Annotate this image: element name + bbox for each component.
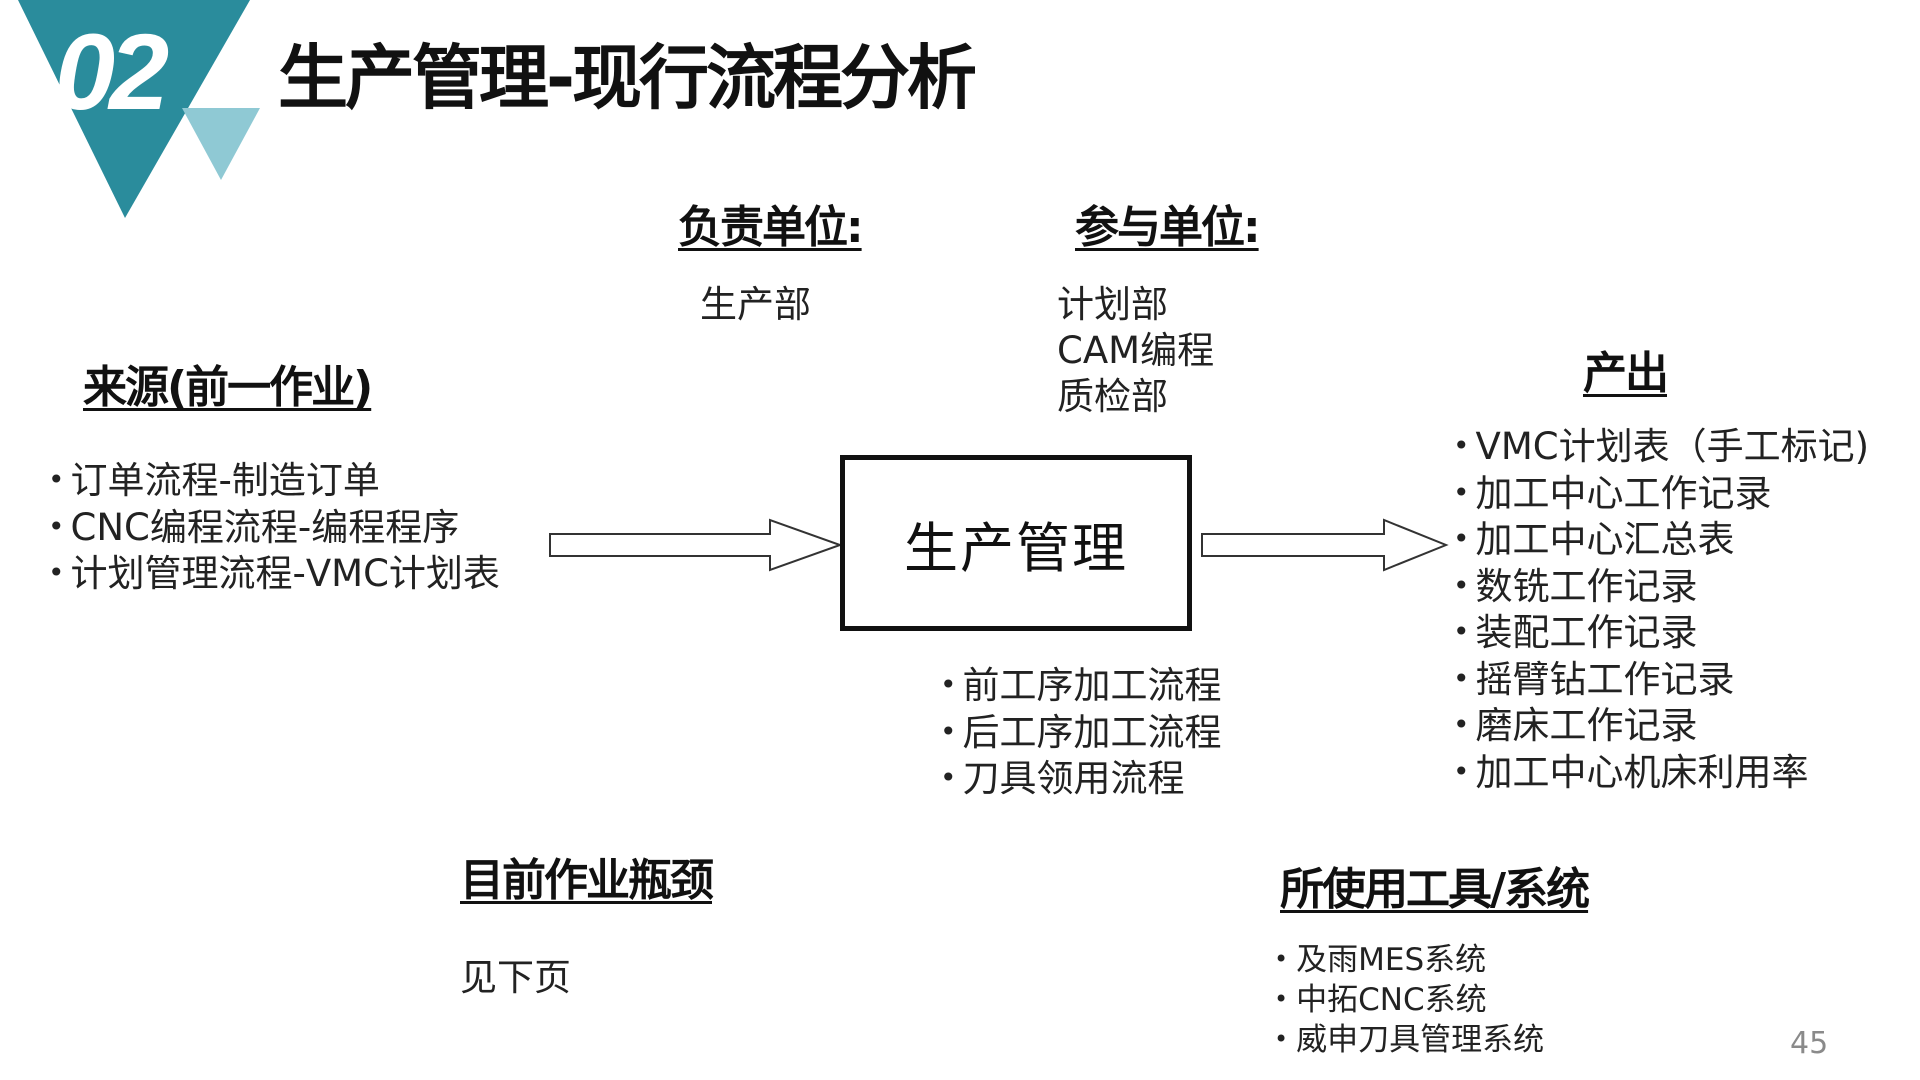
list-item: •及雨MES系统 [1274, 940, 1544, 980]
bottleneck-heading: 目前作业瓶颈 [460, 855, 714, 906]
participants-list: 计划部 CAM编程 质检部 [1057, 282, 1214, 420]
output-arrow-icon [1201, 518, 1449, 572]
bullet: • [48, 556, 65, 589]
bullet: • [1274, 945, 1289, 973]
tool-item-text: 中拓CNC系统 [1296, 982, 1487, 1018]
bullet: • [1453, 568, 1470, 602]
list-item: •VMC计划表（手工标记) [1453, 423, 1869, 470]
list-item: •刀具领用流程 [940, 755, 1222, 802]
source-heading: 来源(前一作业) [83, 362, 373, 413]
page-number: 45 [1790, 1026, 1829, 1061]
source-list: •订单流程-制造订单 •CNC编程流程-编程程序 •计划管理流程-VMC计划表 [48, 457, 500, 597]
output-item-text: 加工中心机床利用率 [1475, 750, 1809, 794]
output-item-text: 摇臂钻工作记录 [1475, 657, 1735, 701]
participant-unit: 质检部 [1057, 375, 1168, 418]
list-item: •加工中心汇总表 [1453, 516, 1869, 563]
bullet: • [1274, 985, 1289, 1013]
bullet: • [1453, 661, 1470, 695]
list-item: •后工序加工流程 [940, 709, 1222, 756]
output-heading: 产出 [1583, 348, 1669, 399]
list-item: •加工中心机床利用率 [1453, 749, 1869, 796]
process-item-text: 后工序加工流程 [962, 710, 1222, 754]
source-item-text: CNC编程流程-编程程序 [70, 505, 460, 549]
list-item: •订单流程-制造订单 [48, 457, 500, 504]
bullet: • [1453, 615, 1470, 648]
source-item-text: 订单流程-制造订单 [70, 459, 380, 502]
process-item-text: 前工序加工流程 [962, 664, 1222, 707]
process-label: 生产管理 [904, 516, 1128, 580]
bullet: • [1453, 522, 1470, 555]
list-item: •前工序加工流程 [940, 662, 1222, 709]
bullet: • [940, 761, 957, 794]
bullet: • [1453, 475, 1470, 509]
participant-unit: CAM编程 [1057, 329, 1215, 372]
output-list: •VMC计划表（手工标记) •加工中心工作记录 •加工中心汇总表 •数铣工作记录… [1453, 423, 1869, 795]
tools-list: •及雨MES系统 •中拓CNC系统 •威申刀具管理系统 [1274, 940, 1544, 1060]
tool-item-text: 威申刀具管理系统 [1296, 1022, 1545, 1058]
badge-triangle-accent [182, 108, 260, 180]
output-item-text: 装配工作记录 [1475, 611, 1698, 654]
output-item-text: 加工中心汇总表 [1475, 518, 1735, 561]
list-item: •CNC编程流程-编程程序 [48, 504, 500, 551]
process-box: 生产管理 [840, 455, 1192, 631]
bullet: • [1453, 754, 1470, 788]
responsible-heading: 负责单位: [678, 202, 864, 253]
process-item-text: 刀具领用流程 [962, 757, 1185, 800]
input-arrow-icon [549, 518, 843, 572]
process-list: •前工序加工流程 •后工序加工流程 •刀具领用流程 [940, 662, 1222, 802]
participant-unit: 计划部 [1057, 283, 1168, 326]
output-item-text: 加工中心工作记录 [1475, 471, 1772, 515]
responsible-unit: 生产部 [700, 283, 811, 326]
tool-item-text: 及雨MES系统 [1296, 942, 1487, 978]
tools-heading: 所使用工具/系统 [1280, 864, 1590, 915]
output-item-text: VMC计划表（手工标记) [1475, 425, 1870, 468]
bullet: • [940, 668, 957, 701]
list-item: •计划管理流程-VMC计划表 [48, 550, 500, 597]
bullet: • [1453, 429, 1470, 462]
list-item: •数铣工作记录 [1453, 563, 1869, 610]
list-item: •磨床工作记录 [1453, 702, 1869, 749]
bullet: • [940, 714, 957, 748]
list-item: •装配工作记录 [1453, 609, 1869, 656]
source-item-text: 计划管理流程-VMC计划表 [70, 552, 500, 595]
slide-title: 生产管理-现行流程分析 [278, 37, 977, 119]
bullet: • [48, 463, 65, 496]
list-item: •摇臂钻工作记录 [1453, 656, 1869, 703]
badge-triangle-main [18, 0, 250, 218]
participants-heading: 参与单位: [1075, 202, 1261, 253]
list-item: •威申刀具管理系统 [1274, 1020, 1544, 1060]
bullet: • [48, 509, 65, 543]
section-number: 02 [55, 11, 169, 132]
bottleneck-text: 见下页 [460, 956, 571, 999]
bullet: • [1453, 708, 1470, 741]
output-item-text: 磨床工作记录 [1475, 704, 1698, 747]
section-badge-graphic [18, 0, 260, 218]
output-item-text: 数铣工作记录 [1475, 564, 1698, 608]
list-item: •中拓CNC系统 [1274, 980, 1544, 1020]
list-item: •加工中心工作记录 [1453, 470, 1869, 517]
bullet: • [1274, 1025, 1289, 1053]
